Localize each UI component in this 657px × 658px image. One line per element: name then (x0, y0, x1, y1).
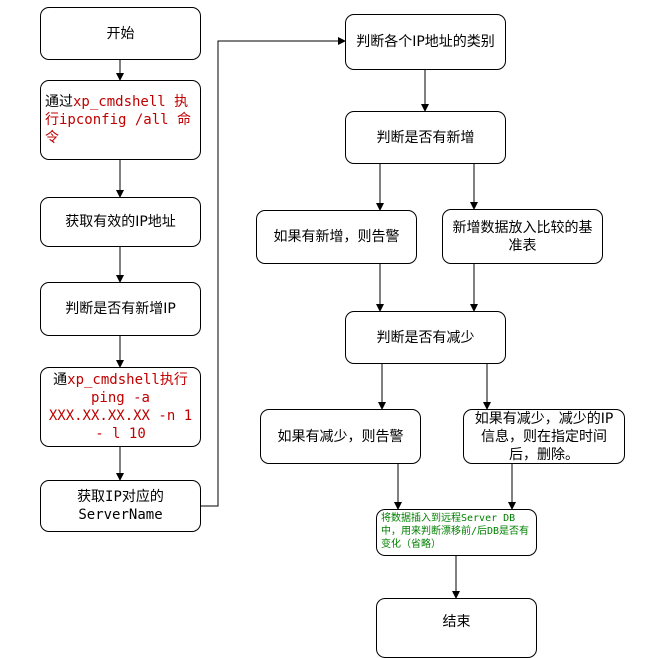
node-check-reduced-label: 判断是否有减少 (376, 329, 475, 346)
node-check-added-label: 判断是否有新增 (376, 129, 475, 146)
node-end: 结束 (376, 598, 537, 658)
node-exec-ping-prefix: 通 (53, 372, 68, 388)
node-alert-reduced: 如果有减少，则告警 (260, 409, 421, 464)
node-start: 开始 (40, 7, 201, 60)
node-insert-remote: 将数据插入到远程Server DB中，用来判断漂移前/后DB是否有变化（省略） (376, 509, 537, 556)
node-delete-reduced: 如果有减少，减少的IP信息，则在指定时间后，删除。 (463, 409, 625, 464)
node-delete-reduced-label: 如果有减少，减少的IP信息，则在指定时间后，删除。 (474, 410, 614, 463)
node-get-servername-label: 获取IP对应的 ServerName (77, 489, 164, 523)
node-exec-ipconfig: 通过xp_cmdshell 执行ipconfig /all 命令 (40, 80, 201, 160)
node-get-valid-ip: 获取有效的IP地址 (40, 197, 201, 247)
node-store-new: 新增数据放入比较的基准表 (442, 209, 603, 264)
node-exec-ipconfig-prefix: 通过 (45, 94, 73, 110)
node-classify-ip-label: 判断各个IP地址的类别 (356, 34, 495, 50)
node-alert-added-label: 如果有新增，则告警 (273, 229, 400, 245)
node-exec-ping-cmd: xp_cmdshell执行 ping -a XXX.XX.XX.XX -n 1 … (48, 372, 201, 442)
node-classify-ip: 判断各个IP地址的类别 (345, 14, 506, 70)
node-start-label: 开始 (106, 25, 135, 42)
node-insert-remote-label: 将数据插入到远程Server DB中，用来判断漂移前/后DB是否有变化（省略） (381, 513, 530, 550)
node-exec-ping: 通xp_cmdshell执行 ping -a XXX.XX.XX.XX -n 1… (40, 367, 201, 447)
node-check-reduced: 判断是否有减少 (345, 311, 506, 364)
node-check-new-ip-label: 判断是否有新增IP (65, 301, 176, 317)
node-check-added: 判断是否有新增 (345, 111, 506, 164)
node-get-valid-ip-label: 获取有效的IP地址 (65, 214, 176, 230)
node-store-new-label: 新增数据放入比较的基准表 (452, 219, 593, 254)
node-alert-added: 如果有新增，则告警 (256, 210, 417, 264)
node-get-servername: 获取IP对应的 ServerName (40, 480, 201, 532)
node-exec-ipconfig-cmd: xp_cmdshell 执行ipconfig /all 命令 (45, 94, 192, 146)
node-check-new-ip: 判断是否有新增IP (40, 282, 201, 336)
flowchart: 开始 通过xp_cmdshell 执行ipconfig /all 命令 获取有效… (40, 7, 625, 658)
node-end-label: 结束 (442, 614, 471, 630)
node-alert-reduced-label: 如果有减少，则告警 (277, 428, 404, 445)
arrow-servername-to-classify (201, 37, 346, 507)
connector-layer (116, 37, 516, 599)
